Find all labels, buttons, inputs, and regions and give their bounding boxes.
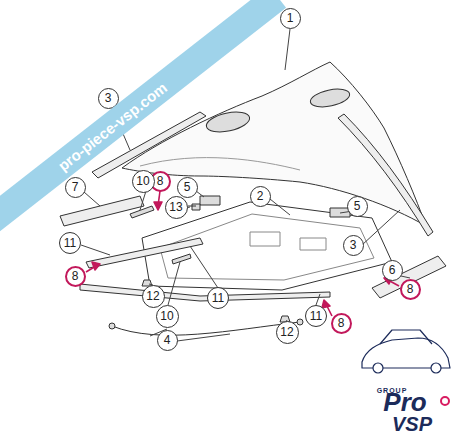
callout-number: 12 xyxy=(280,326,293,338)
callout-circle: 7 xyxy=(65,177,86,198)
callout-circle: 10 xyxy=(156,305,179,328)
callout-circle: 5 xyxy=(177,177,198,198)
callout-circle: 6 xyxy=(382,260,403,281)
callout-circle: 11 xyxy=(305,305,327,327)
callout-circle: 8 xyxy=(400,279,421,300)
callout-number: 2 xyxy=(257,190,264,202)
callout-number: 11 xyxy=(64,237,76,249)
callout-number: 3 xyxy=(350,239,357,251)
callout-number: 10 xyxy=(136,175,149,187)
callout-circle: 12 xyxy=(142,285,165,308)
callout-circle: 4 xyxy=(157,330,178,351)
callout-number: 11 xyxy=(212,292,224,304)
callout-circle: 1 xyxy=(280,8,301,29)
callout-number: 1 xyxy=(287,12,294,24)
callout-circle: 8 xyxy=(65,266,86,287)
callout-circle: 5 xyxy=(347,196,368,217)
callout-number: 5 xyxy=(184,181,191,193)
callout-circle: 3 xyxy=(343,235,364,256)
logo-text: VSP xyxy=(392,414,432,435)
callout-circle: 12 xyxy=(276,321,299,344)
callout-number: 3 xyxy=(105,92,112,104)
callout-number: 10 xyxy=(160,310,173,322)
logo-word: VSP xyxy=(392,413,432,435)
callout-circle: 8 xyxy=(331,313,352,334)
callout-number: 7 xyxy=(72,181,79,193)
callout-circle: 11 xyxy=(207,287,229,309)
callout-number: 8 xyxy=(407,283,414,295)
callout-circle: 11 xyxy=(59,232,81,254)
logo-text: Pro xyxy=(383,389,426,415)
callout-number: 8 xyxy=(157,175,164,187)
callout-number: 11 xyxy=(310,310,322,322)
callout-number: 5 xyxy=(354,200,361,212)
callout-number: 8 xyxy=(338,317,345,329)
callout-circle: 13 xyxy=(165,196,188,219)
callout-circle: 2 xyxy=(250,186,271,207)
callout-number: 8 xyxy=(72,270,79,282)
callout-number: 6 xyxy=(389,264,396,276)
callout-number: 13 xyxy=(169,201,182,213)
callout-circle: 10 xyxy=(132,170,155,193)
callout-number: 4 xyxy=(164,334,171,346)
callout-number: 12 xyxy=(146,290,159,302)
